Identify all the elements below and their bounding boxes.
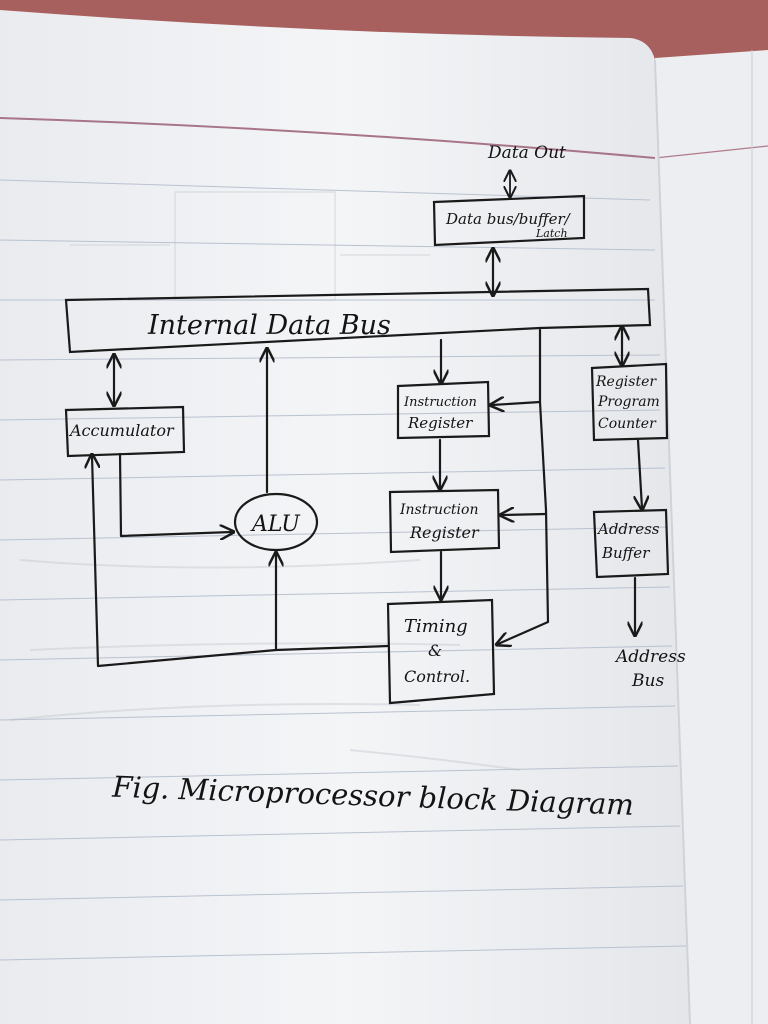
right-page-margin-line bbox=[654, 145, 768, 159]
alu-block: ALU bbox=[233, 492, 319, 552]
pc-to-address-buffer-arrow bbox=[638, 438, 642, 508]
data-bus-buffer-latch-line2: Latch bbox=[535, 227, 568, 240]
register-pc-line1: Register bbox=[595, 374, 657, 390]
control-to-ir2-arrow bbox=[502, 514, 548, 515]
instruction-register-1-line2: Register bbox=[407, 414, 473, 432]
internal-data-bus-block: Internal Data Bus bbox=[64, 287, 652, 354]
address-buffer-line2: Buffer bbox=[601, 544, 650, 562]
ruled-lines bbox=[0, 179, 687, 961]
data-bus-buffer-latch-line1: Data bus/buffer/ bbox=[445, 210, 572, 228]
left-page bbox=[0, 10, 690, 1024]
timing-control-line2: & bbox=[428, 641, 442, 660]
timing-control-block: Timing & Control. bbox=[386, 598, 496, 705]
instruction-register-1-block: Instruction Register bbox=[396, 380, 491, 440]
data-out-label: Data Out bbox=[487, 143, 566, 163]
accumulator-label: Accumulator bbox=[68, 421, 175, 440]
instruction-register-2-line1: Instruction bbox=[399, 502, 478, 518]
register-program-counter-block: Register Program Counter bbox=[590, 362, 669, 442]
alu-label: ALU bbox=[250, 512, 301, 537]
left-page-edge bbox=[654, 59, 691, 1024]
accumulator-to-alu-arrow bbox=[118, 452, 232, 536]
instruction-register-2-line2: Register bbox=[409, 523, 480, 542]
accumulator-block: Accumulator bbox=[64, 405, 186, 458]
timing-control-line1: Timing bbox=[404, 616, 468, 637]
register-pc-line2: Program bbox=[597, 394, 660, 410]
timing-to-accumulator-arrow bbox=[92, 456, 278, 668]
address-bus-line2: Bus bbox=[631, 671, 664, 691]
internal-data-bus-label: Internal Data Bus bbox=[147, 310, 391, 341]
left-page-margin-line bbox=[0, 117, 656, 159]
timing-control-line3: Control. bbox=[404, 667, 470, 686]
instruction-register-2-block: Instruction Register bbox=[388, 488, 501, 554]
address-bus-line1: Address bbox=[614, 647, 686, 667]
address-buffer-block: Address Buffer bbox=[592, 508, 670, 579]
control-to-ir1-arrow bbox=[492, 402, 542, 405]
bus-control-line bbox=[498, 328, 550, 644]
register-pc-line3: Counter bbox=[598, 416, 657, 432]
instruction-register-1-line1: Instruction bbox=[403, 395, 477, 410]
data-bus-buffer-latch-block: Data bus/buffer/ Latch bbox=[432, 194, 586, 247]
show-through-marks bbox=[9, 191, 521, 771]
right-page bbox=[655, 50, 768, 1024]
address-buffer-line1: Address bbox=[596, 520, 660, 538]
